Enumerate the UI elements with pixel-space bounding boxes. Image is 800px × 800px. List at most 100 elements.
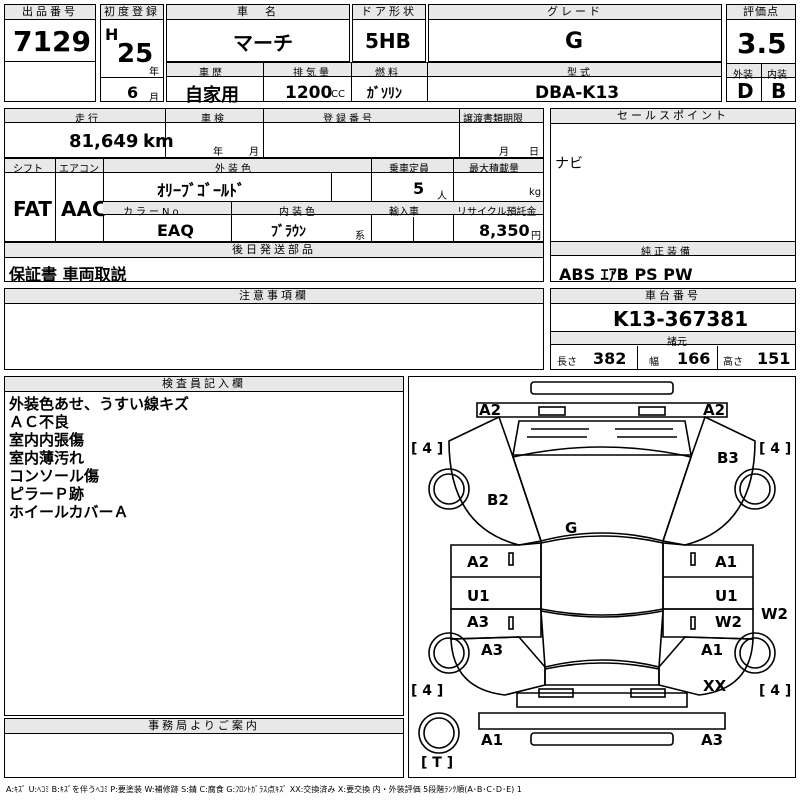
- length-value: 382: [593, 349, 627, 368]
- interior-color-value: ﾌﾞﾗｳﾝ: [271, 224, 306, 240]
- lot-number-value: 7129: [13, 25, 91, 58]
- damage-mark-u1-left: U1: [467, 587, 490, 605]
- exterior-value: D: [737, 79, 754, 103]
- recycle-fee-unit: 円: [531, 231, 541, 242]
- mileage-row: 走行 車検 登録番号 譲渡書類期限 81,649 km 年 月 月 日: [4, 108, 544, 158]
- office-notice-label: 事務局よりご案内: [5, 719, 403, 734]
- interior-color-label: 内装色: [279, 207, 318, 218]
- exterior-color-value: ｵﾘｰﾌﾞｺﾞｰﾙﾄﾞ: [157, 181, 246, 200]
- fuel-value: ｶﾞｿﾘﾝ: [367, 86, 402, 102]
- transfer-deadline-label: 譲渡書類期限: [463, 114, 523, 125]
- score-label: 評価点: [727, 5, 795, 20]
- history-value: 自家用: [185, 85, 239, 106]
- notes-label: 注意事項欄: [5, 289, 543, 304]
- sales-point-cell: セールスポイント ナビ 純正装備 ABS ｴｱB PS PW: [550, 108, 796, 284]
- tire-tread-rear-right: [ 4 ]: [759, 683, 792, 699]
- transfer-day-unit: 日: [529, 147, 539, 158]
- damage-mark-a3-left-rear: A3: [481, 641, 504, 659]
- height-label: 高さ: [723, 357, 743, 368]
- first-reg-year-value: 25: [117, 39, 154, 69]
- chassis-label: 車台番号: [551, 289, 795, 304]
- inspector-notes-lines: 外装色あせ、うすい線キズ ＡＣ不良 室内内張傷 室内薄汚れ コンソール傷 ピラー…: [9, 395, 189, 521]
- damage-mark-b2: B2: [487, 491, 509, 509]
- model-label: 型式: [567, 68, 593, 79]
- lot-number-cell: 出品番号 7129: [4, 4, 96, 102]
- tire-tread-rear-left: [ 4 ]: [411, 683, 444, 699]
- damage-mark-a2-front-right: A2: [703, 401, 726, 419]
- specs-label: 諸元: [667, 337, 687, 348]
- aircon-label: エアコン: [59, 164, 99, 175]
- inspection-label: 車検: [201, 114, 227, 125]
- inspector-note: 外装色あせ、うすい線キズ: [9, 395, 190, 413]
- transfer-month-unit: 月: [499, 147, 509, 158]
- sales-point-value: ナビ: [555, 156, 583, 172]
- first-reg-month-value: 6: [127, 83, 139, 102]
- door-type-label: ドア形状: [353, 5, 425, 20]
- interior-value: B: [771, 79, 787, 103]
- door-type-value: 5HB: [365, 29, 411, 53]
- car-outline-svg: [418, 381, 776, 754]
- capacity-unit: 人: [437, 191, 447, 202]
- lot-number-label: 出品番号: [5, 5, 95, 20]
- model-value: DBA-K13: [535, 83, 620, 103]
- year-unit: 年: [149, 67, 159, 78]
- import-label: 輸入車: [389, 207, 419, 218]
- damage-mark-w2-right-door: W2: [715, 613, 742, 631]
- width-value: 166: [677, 349, 711, 368]
- damage-mark-a2-front-left: A2: [479, 401, 502, 419]
- exterior-label: 外装: [733, 70, 753, 81]
- inspector-note: ホイールカバーＡ: [9, 503, 129, 521]
- grade-value: G: [565, 29, 584, 54]
- tire-tread-front-left: [ 4 ]: [411, 441, 444, 457]
- fuel-label: 燃料: [375, 68, 401, 79]
- score-value: 3.5: [737, 27, 787, 60]
- capacity-value: 5: [413, 179, 425, 198]
- recycle-fee-label: リサイクル預託金: [457, 207, 537, 218]
- damage-mark-a2-left-door: A2: [467, 553, 490, 571]
- grade-cell: グレード G: [428, 4, 722, 62]
- damage-mark-a3-left-door: A3: [467, 613, 490, 631]
- score-cell: 評価点 3.5 外装 内装 D B: [726, 4, 796, 103]
- damage-mark-b3: B3: [717, 449, 739, 467]
- month-unit: 月: [149, 93, 159, 104]
- later-parts-cell: 後日発送部品 保証書 車両取説: [4, 242, 544, 284]
- max-load-unit: kg: [529, 187, 542, 198]
- damage-mark-xx: XX: [703, 677, 727, 695]
- sales-point-label: セールスポイント: [551, 109, 795, 124]
- notes-cell: 注意事項欄: [4, 288, 544, 370]
- mileage-unit: km: [143, 131, 174, 152]
- inspector-note: ＡＣ不良: [9, 413, 70, 431]
- car-name-cell: 車 名 マーチ: [166, 4, 350, 62]
- later-parts-label: 後日発送部品: [5, 243, 543, 258]
- interior-label: 内装: [767, 70, 787, 81]
- spare-tire-tread: [ T ]: [421, 755, 454, 771]
- damage-mark-a1-right-rear: A1: [701, 641, 724, 659]
- first-registration-label: 初度登録: [101, 5, 163, 20]
- width-label: 幅: [649, 357, 659, 368]
- shift-value: FAT: [13, 197, 52, 221]
- exterior-color-label: 外装色: [215, 164, 254, 175]
- history-label: 車歴: [199, 68, 225, 79]
- max-load-label: 最大積載量: [469, 164, 519, 175]
- inspection-year-unit: 年: [213, 147, 223, 158]
- inspector-note: ピラーＰ跡: [9, 485, 85, 503]
- damage-mark-a3-rear-right: A3: [701, 731, 724, 749]
- plate-label: 登録番号: [323, 114, 375, 125]
- damage-mark-u1-right: U1: [715, 587, 738, 605]
- car-name-value: マーチ: [233, 31, 293, 55]
- damage-mark-g: G: [565, 519, 578, 537]
- inspector-note: 室内薄汚れ: [9, 449, 85, 467]
- office-notice-cell: 事務局よりご案内: [4, 718, 404, 778]
- damage-mark-a1-right-door: A1: [715, 553, 738, 571]
- interior-color-unit: 系: [355, 231, 365, 242]
- equipment-block: シフト エアコン 外装色 乗車定員 最大積載量 ｵﾘｰﾌﾞｺﾞｰﾙﾄﾞ 5 人 …: [4, 158, 544, 242]
- genuine-equipment-label: 純正装備: [641, 247, 693, 258]
- inspector-note: コンソール傷: [9, 467, 100, 485]
- capacity-label: 乗車定員: [389, 164, 429, 175]
- era-value: H: [105, 25, 119, 44]
- damage-diagram: A2 A2 B3 B2 G A2 A1 U1 U1 A3 W2 W2 A3 A1…: [408, 376, 796, 778]
- chassis-cell: 車台番号 K13-367381 諸元 長さ 382 幅 166 高さ 151: [550, 288, 796, 370]
- mileage-label: 走行: [75, 114, 101, 125]
- color-no-value: EAQ: [157, 221, 194, 240]
- first-registration-cell: 初度登録 H 25 年 6 月: [100, 4, 164, 104]
